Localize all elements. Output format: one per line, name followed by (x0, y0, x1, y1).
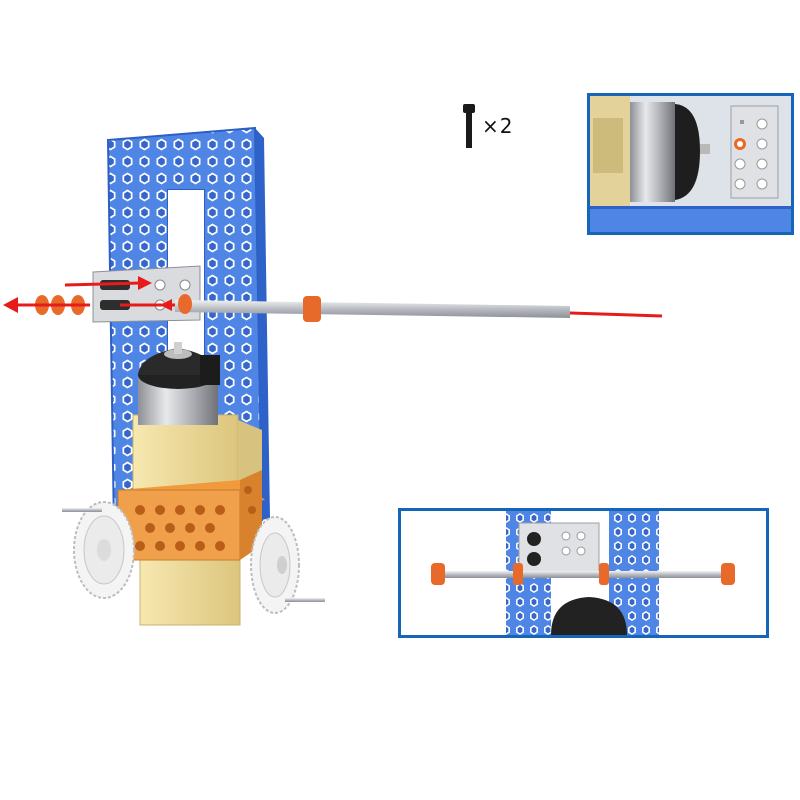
dc-motor (138, 342, 220, 425)
left-wheel (62, 501, 135, 599)
detail-axle-assembly-illustration (401, 511, 766, 635)
right-wheel (250, 516, 325, 614)
axle-rod (175, 300, 570, 318)
detail-motor-bracket-illustration (590, 96, 791, 232)
gearbox (117, 414, 265, 626)
orange-bushings (35, 294, 321, 322)
quantity-label: ×2 (482, 114, 514, 138)
detail-axle-assembly (398, 508, 769, 638)
screw-icon (463, 104, 475, 148)
direction-arrows (3, 276, 663, 318)
part-quantity-callout: ×2 (462, 104, 513, 148)
detail-motor-bracket (587, 93, 794, 235)
